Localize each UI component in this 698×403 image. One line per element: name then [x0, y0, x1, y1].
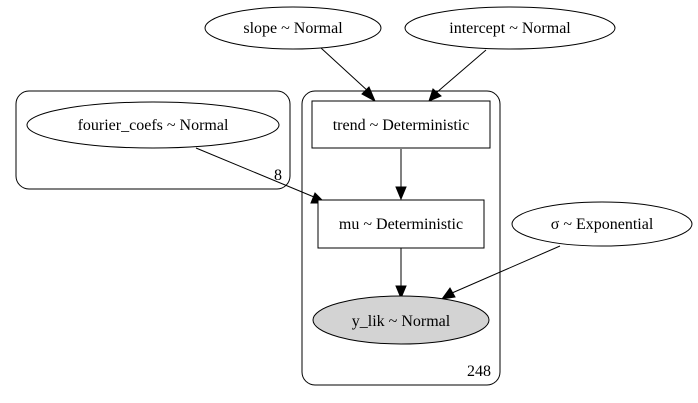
edges — [195, 47, 561, 300]
node-fourier-coefs-label: fourier_coefs ~ Normal — [78, 117, 229, 134]
plate-observations: 248 — [301, 90, 501, 386]
arrowhead-intercept-trend — [428, 88, 442, 102]
plate-fourier-label: 8 — [274, 167, 282, 184]
edge-sigma-ylik — [451, 245, 561, 294]
node-sigma: σ ~ Exponential — [511, 201, 693, 247]
node-fourier-coefs: fourier_coefs ~ Normal — [26, 101, 280, 149]
arrowhead-slope-trend — [361, 86, 377, 103]
plate-observations-label: 248 — [467, 363, 491, 380]
node-mu-label: mu ~ Deterministic — [339, 216, 463, 233]
node-intercept-label: intercept ~ Normal — [449, 20, 571, 37]
arrowhead-trend-mu — [395, 186, 407, 201]
node-trend-label: trend ~ Deterministic — [333, 117, 470, 134]
node-slope-label: slope ~ Normal — [243, 20, 343, 37]
node-intercept: intercept ~ Normal — [404, 6, 616, 50]
node-trend: trend ~ Deterministic — [311, 100, 491, 149]
node-slope: slope ~ Normal — [204, 6, 382, 50]
edge-intercept-trend — [435, 49, 487, 94]
node-y-lik-label: y_lik ~ Normal — [352, 313, 451, 330]
arrowhead-sigma-ylik — [440, 287, 456, 300]
edge-slope-trend — [320, 47, 370, 93]
arrowhead-mu-ylik — [395, 285, 407, 300]
edge-fourier-mu — [195, 147, 315, 198]
plate-fourier: 8 — [15, 90, 291, 190]
node-y-lik: y_lik ~ Normal — [312, 295, 490, 345]
node-sigma-label: σ ~ Exponential — [551, 216, 654, 233]
node-mu: mu ~ Deterministic — [317, 199, 485, 249]
